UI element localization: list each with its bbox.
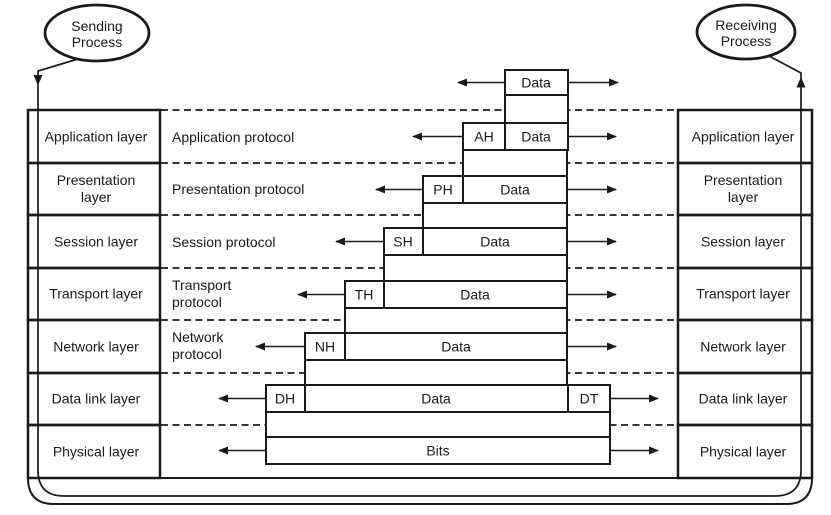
pdu-trans-data-label: Data bbox=[460, 286, 490, 303]
protocol-session: Session protocol bbox=[172, 234, 276, 250]
layer-left-application: Application layer bbox=[44, 128, 148, 145]
layer-left-transport: Transport layer bbox=[49, 285, 143, 302]
layer-left-datalink: Data link layer bbox=[51, 390, 141, 407]
pdu-bits-label: Bits bbox=[426, 442, 450, 459]
pdu-th-label: TH bbox=[354, 286, 374, 303]
left-layer-column bbox=[26, 108, 162, 480]
up-arrowhead-icon bbox=[796, 77, 806, 88]
right-layer-column bbox=[676, 108, 814, 480]
layer-left-network: Network layer bbox=[53, 338, 139, 355]
pdu-pres-data-label: Data bbox=[500, 181, 530, 198]
pdu-ah-label: AH bbox=[474, 128, 494, 145]
pdu-net-data-label: Data bbox=[441, 338, 471, 355]
layer-right-network: Network layer bbox=[700, 338, 786, 355]
pdu-app-data-label: Data bbox=[521, 128, 551, 145]
pdu-top-data-label: Data bbox=[521, 74, 551, 91]
peer-arrows bbox=[218, 78, 659, 455]
sending-process-ellipse bbox=[43, 3, 151, 63]
pdu-dt-label: DT bbox=[579, 390, 599, 407]
layer-right-presentation: Presentation layer bbox=[703, 172, 783, 205]
protocol-transport: Transport protocol bbox=[172, 277, 232, 310]
protocol-presentation: Presentation protocol bbox=[172, 181, 305, 197]
layer-right-session: Session layer bbox=[700, 233, 786, 250]
pdu-nh-label: NH bbox=[314, 338, 336, 355]
layer-left-physical: Physical layer bbox=[52, 443, 140, 460]
pdu-dh-label: DH bbox=[274, 390, 296, 407]
pdu-ph-label: PH bbox=[433, 181, 453, 198]
sending-process-label: Sending Process bbox=[71, 18, 123, 50]
pdu-boxes bbox=[265, 69, 611, 465]
pdu-sess-data-label: Data bbox=[480, 233, 510, 250]
layer-left-session: Session layer bbox=[53, 233, 139, 250]
down-arrowhead-icon bbox=[33, 75, 43, 86]
pdu-connectors bbox=[265, 95, 611, 437]
layer-right-datalink: Data link layer bbox=[698, 390, 788, 407]
protocol-application: Application protocol bbox=[172, 129, 295, 145]
protocol-network: Network protocol bbox=[172, 329, 224, 362]
pdu-dl-data-label: Data bbox=[421, 390, 451, 407]
layer-right-transport: Transport layer bbox=[696, 285, 790, 302]
receiving-process-label: Receiving Process bbox=[715, 17, 777, 49]
layer-left-presentation: Presentation layer bbox=[56, 172, 136, 205]
receiving-process-ellipse bbox=[695, 3, 797, 61]
pdu-sh-label: SH bbox=[393, 233, 413, 250]
layer-right-physical: Physical layer bbox=[699, 443, 787, 460]
layer-right-application: Application layer bbox=[691, 128, 795, 145]
